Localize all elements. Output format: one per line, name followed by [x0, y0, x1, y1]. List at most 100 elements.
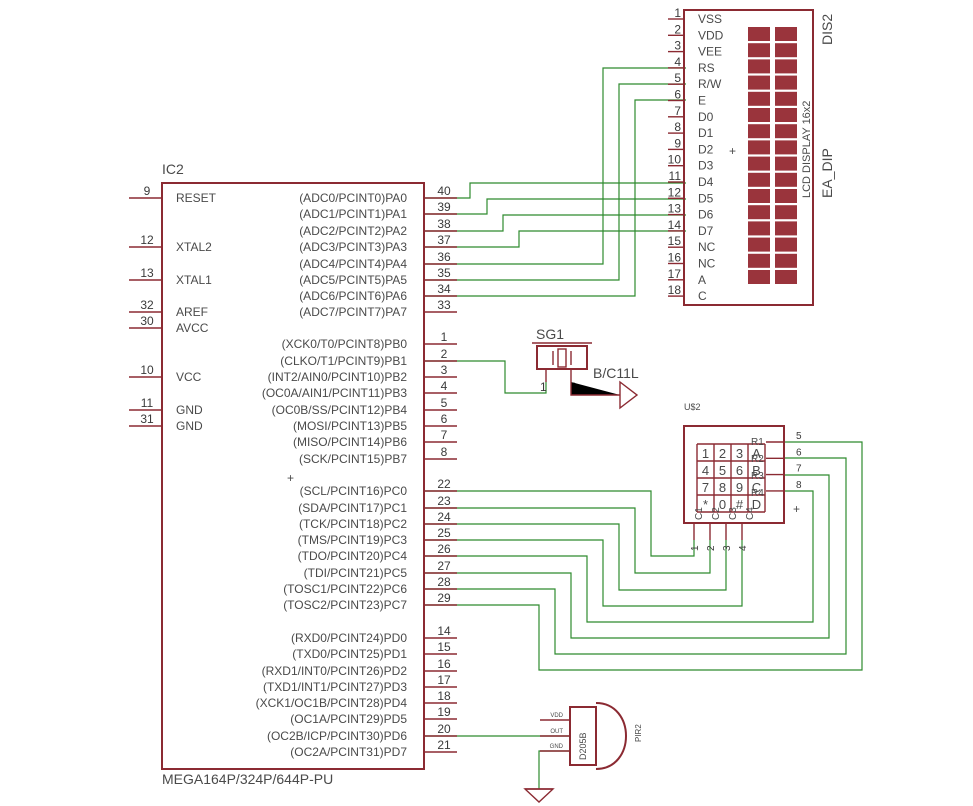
mcu-left-pin-number: 11 [141, 396, 154, 410]
keypad-col-label: C3 [728, 507, 739, 520]
lcd-character-cell [748, 75, 770, 90]
lcd-character-cell [775, 205, 797, 220]
keypad-key: C [752, 480, 761, 495]
lcd-character-cell [748, 27, 770, 41]
mcu-left-pin-label: AREF [176, 305, 208, 319]
mcu-left-pin-number: 31 [140, 412, 154, 426]
mcu-left-pin-number: 10 [140, 363, 154, 377]
mcu-right-pin-label: (TCK/PCINT18)PC2 [299, 517, 407, 531]
keypad-key: 0 [719, 497, 726, 512]
mcu-right-pin-number: 24 [437, 510, 451, 524]
lcd-character-cell [748, 59, 770, 74]
wire-pc6-k6 [425, 457, 847, 655]
mcu-right-pin-label: (OC1A/PCINT29)PD5 [290, 712, 407, 726]
mcu-left-pin-number: 12 [140, 233, 154, 247]
wires [425, 67, 863, 789]
keypad-key: 7 [702, 480, 709, 495]
lcd-character-cell [775, 124, 797, 139]
mcu-right-pin-number: 36 [437, 250, 451, 264]
mcu-left-pin-label: RESET [176, 191, 217, 205]
lcd-pin-label: A [698, 273, 706, 287]
mcu-right-pin-number: 8 [441, 445, 448, 459]
mcu-right-pin-label: (ADC4/PCINT4)PA4 [299, 257, 407, 271]
keypad-key: 2 [719, 446, 726, 461]
lcd-body [683, 9, 814, 306]
lcd-pin-number: 15 [668, 234, 682, 248]
wire-pc0-k1 [425, 490, 695, 557]
mcu-left-pin-number: 9 [144, 184, 151, 198]
wire-pb1-buzzer [425, 360, 547, 394]
keypad-name: U$2 [684, 402, 701, 412]
lcd-pin-label: E [698, 94, 706, 108]
mcu-right-pin-label: (TDO/PCINT20)PC4 [298, 549, 408, 563]
mcu-left-pin-label: XTAL1 [176, 273, 212, 287]
lcd-pin-number: 7 [674, 104, 681, 118]
lcd-pin-label: C [698, 289, 707, 303]
lcd-origin-mark: + [729, 144, 736, 158]
lcd-character-cell [748, 221, 770, 236]
lcd-character-cell [748, 140, 770, 155]
buzzer-ground-arrow-icon [619, 380, 639, 410]
keypad-side-pin-number: 8 [796, 480, 802, 491]
lcd-character-cell [775, 108, 797, 122]
lcd-pin-label: VSS [698, 12, 722, 26]
mcu-right-pin-number: 37 [437, 233, 451, 247]
mcu-right-pins: 40(ADC0/PCINT0)PA039(ADC1/PCINT1)PA138(A… [256, 184, 457, 759]
mcu-right-pin-label: (XCK1/OC1B/PCINT28)PD4 [256, 696, 408, 710]
lcd-package: EA_DIP [819, 148, 835, 198]
mcu-left-pin-label: VCC [176, 370, 202, 384]
lcd-pin-label: D5 [698, 191, 714, 205]
mcu-left-pin-label: AVCC [176, 321, 209, 335]
mcu-right-pin-label: (ADC1/PCINT1)PA1 [299, 207, 407, 221]
mcu-right-pin-label: (OC2A/PCINT31)PD7 [290, 745, 407, 759]
mcu-right-pin-label: (TMS/PCINT19)PC3 [298, 533, 408, 547]
keypad-bottom-pin-number: 2 [706, 545, 717, 551]
lcd-pin-number: 12 [668, 185, 682, 199]
lcd-pin-label: D1 [698, 126, 714, 140]
mcu-right-pin-number: 15 [437, 640, 451, 654]
wire-pa2-d6 [425, 214, 686, 232]
lcd-character-cell [775, 140, 797, 155]
keypad-key: 8 [719, 480, 726, 495]
keypad-row-label: R4 [751, 488, 764, 499]
lcd-character-cell [748, 237, 770, 252]
lcd-pin-label: NC [698, 240, 716, 254]
buzzer-sg1[interactable]: SG1 1 2 B/C11L [532, 326, 639, 410]
pir-name: PIR2 [634, 724, 643, 742]
mcu-right-pin-number: 25 [437, 526, 451, 540]
wire-pc7-k5 [425, 441, 863, 671]
mcu-right-pin-label: (RXD0/PCINT24)PD0 [291, 631, 407, 645]
lcd-character-cell [775, 189, 797, 203]
keypad-col-label: C4 [745, 507, 756, 520]
mcu-right-pin-number: 27 [437, 559, 451, 573]
lcd-character-cell [775, 43, 797, 58]
wire-pa1-d5 [425, 198, 686, 215]
mcu-right-pin-label: (RXD1/INT0/PCINT26)PD2 [262, 664, 408, 678]
mcu-right-pin-number: 40 [437, 184, 451, 198]
mcu-right-pin-number: 5 [441, 396, 448, 410]
pir-pin-label: VDD [550, 713, 563, 719]
wire-pc3-k4 [425, 539, 743, 607]
buzzer-value: B/C11L [593, 365, 639, 381]
lcd-character-cell [775, 156, 797, 171]
mcu-value: MEGA164P/324P/644P-PU [162, 771, 333, 787]
keypad-bottom-pin-number: 4 [738, 545, 749, 551]
lcd-pin-number: 8 [674, 120, 681, 134]
wire-pir-gnd [538, 750, 570, 789]
mcu-right-pin-number: 38 [437, 217, 451, 231]
pir-ground-icon [523, 788, 555, 803]
lcd-character-cell [748, 270, 770, 284]
lcd-pin-number: 5 [674, 71, 681, 85]
lcd-pin-label: VEE [698, 45, 722, 59]
lcd-value: LCD DISPLAY 16x2 [801, 101, 813, 198]
mcu-right-pin-number: 23 [437, 494, 451, 508]
keypad-key: 5 [719, 463, 726, 478]
pir-value: D205B [578, 732, 588, 760]
buzzer-body [536, 345, 588, 370]
mcu-right-pin-number: 26 [437, 542, 451, 556]
